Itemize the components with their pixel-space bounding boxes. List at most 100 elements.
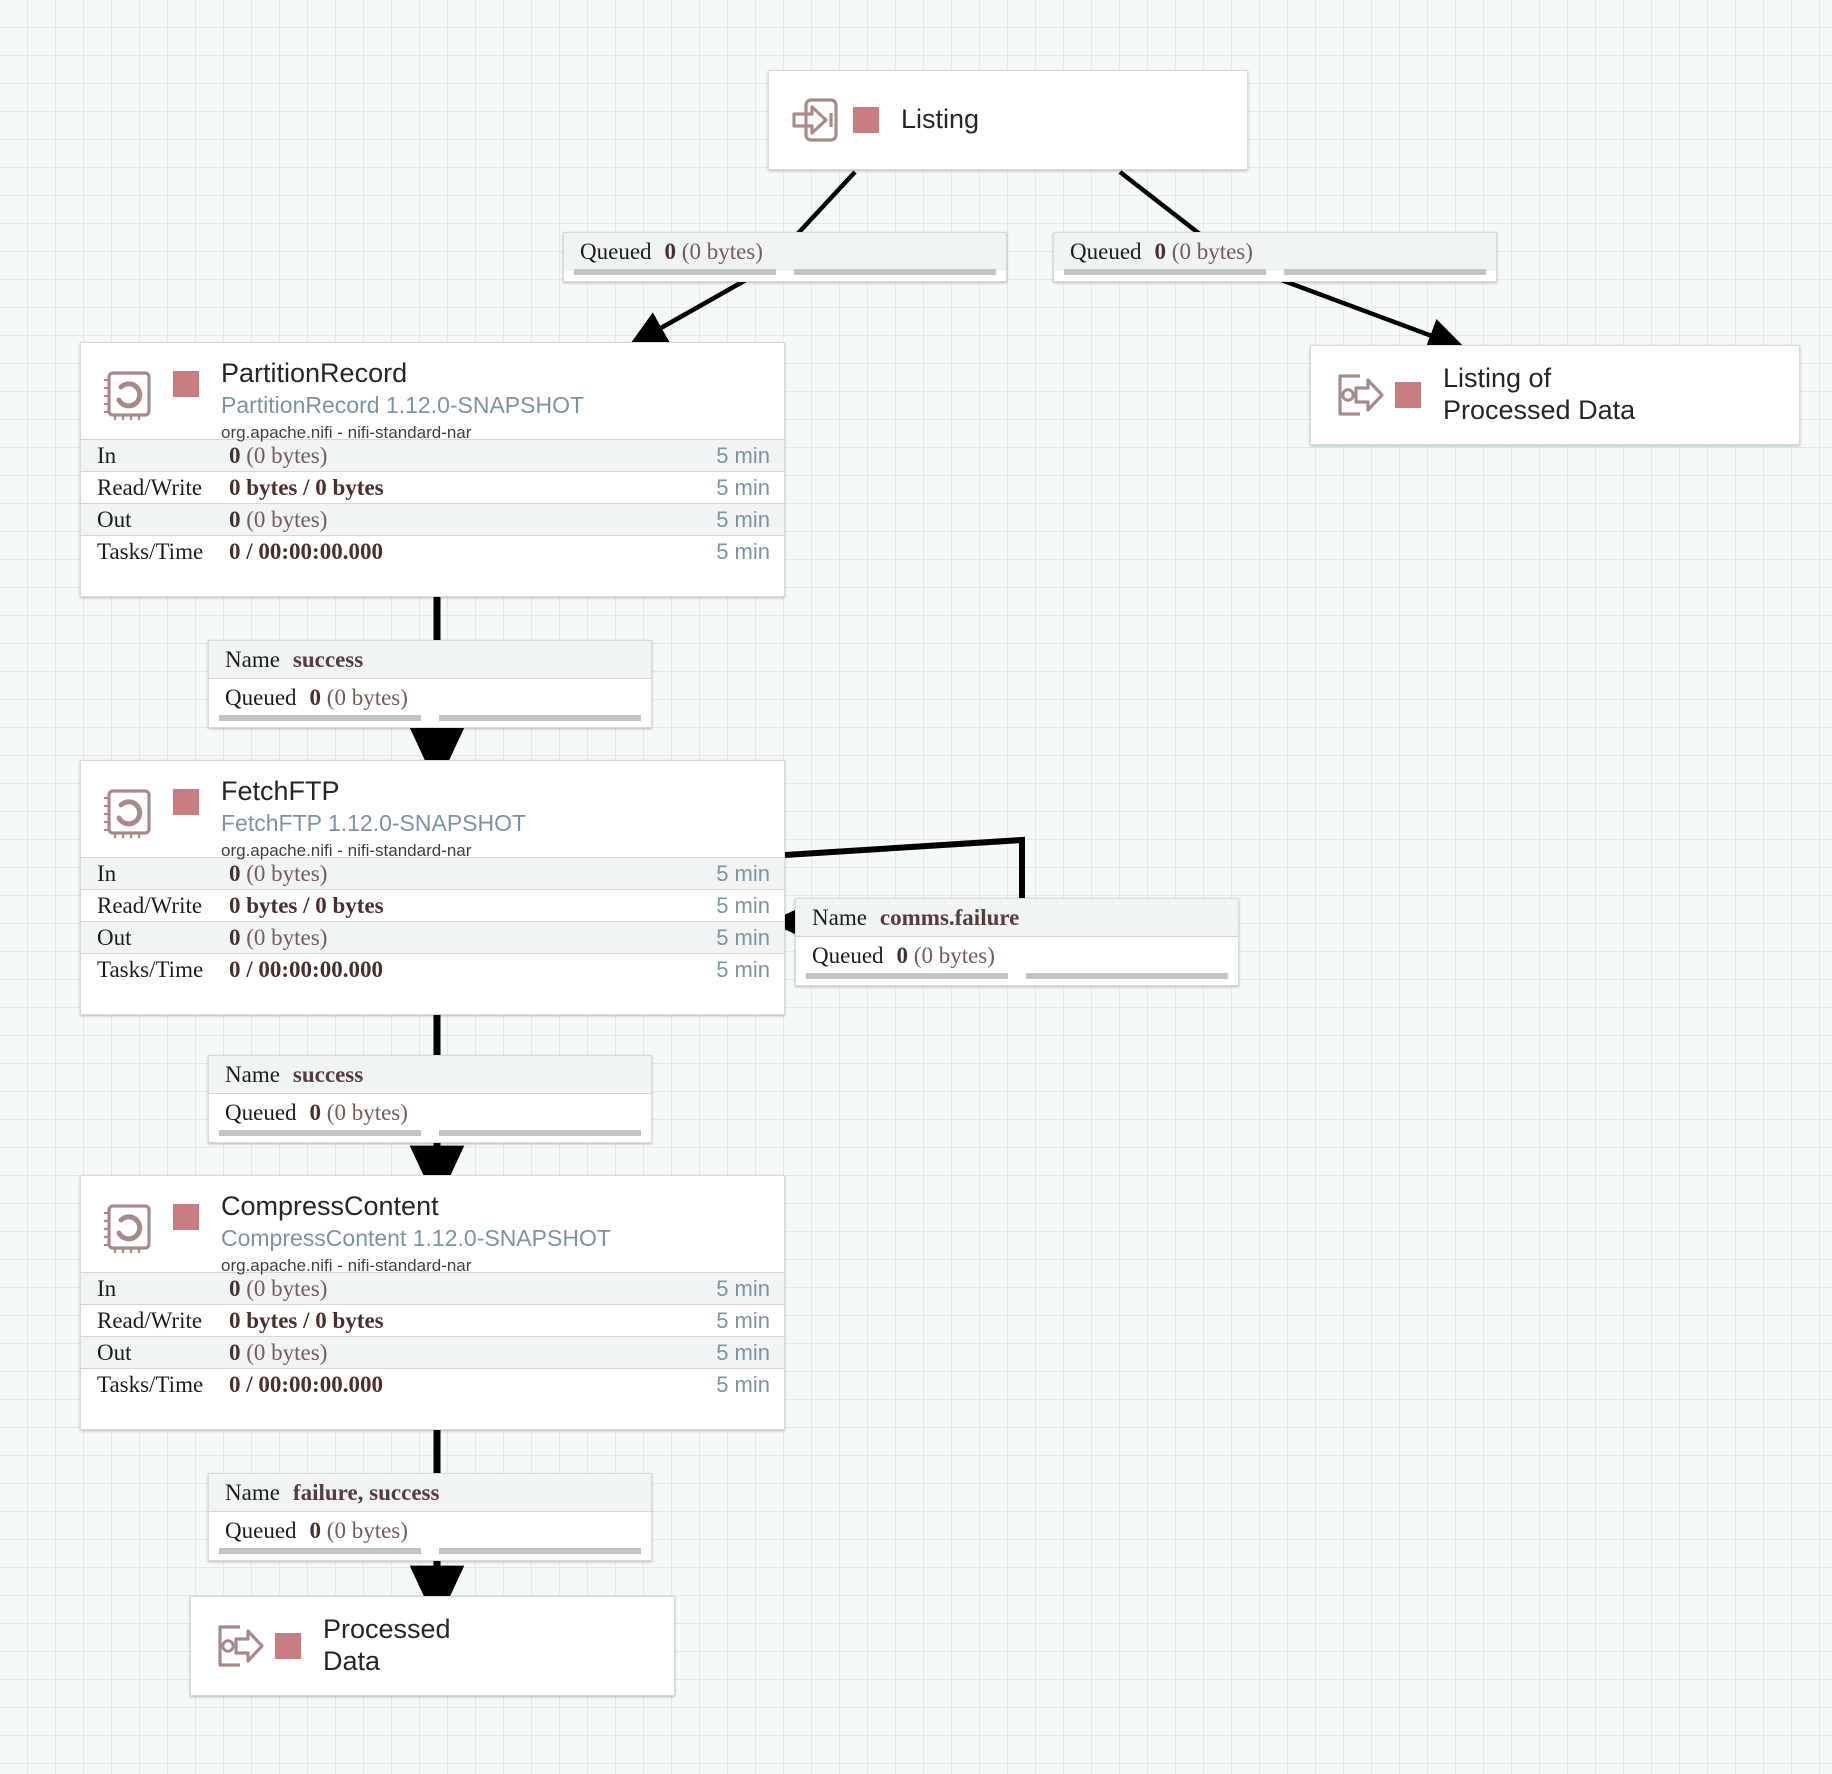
connection-queued-row: Queued 0 (0 bytes) <box>209 679 651 717</box>
run-status-indicator[interactable] <box>173 789 199 815</box>
queued-value: 0 (0 bytes) <box>1154 239 1253 264</box>
stat-value: 0 / 00:00:00.000 <box>229 539 383 564</box>
stat-time: 5 min <box>716 957 770 982</box>
processor-stats-table: In 0 (0 bytes) 5 min Read/Write 0 bytes … <box>81 1272 784 1401</box>
queued-value: 0 (0 bytes) <box>896 943 995 968</box>
connection-fetchftp-comms-failure[interactable]: Name comms.failure Queued 0 (0 bytes) <box>795 898 1239 986</box>
queued-label: Queued <box>225 1518 297 1543</box>
processor-stats-table: In 0 (0 bytes) 5 min Read/Write 0 bytes … <box>81 857 784 986</box>
stat-label: Out <box>97 1339 132 1365</box>
stat-label: Read/Write <box>97 892 203 918</box>
input-port-icon <box>785 89 847 151</box>
node-compresscontent-processor[interactable]: CompressContent CompressContent 1.12.0-S… <box>80 1175 785 1430</box>
stat-row-taskstime: Tasks/Time 0 / 00:00:00.000 5 min <box>81 954 784 986</box>
connection-listing-to-partitionrecord[interactable]: Queued 0 (0 bytes) <box>563 232 1007 282</box>
relationship-name: success <box>292 1061 364 1087</box>
queue-size-bar <box>439 715 641 721</box>
connection-fetchftp-to-compresscontent[interactable]: Name success Queued 0 (0 bytes) <box>208 1055 652 1143</box>
connection-partitionrecord-to-fetchftp[interactable]: Name success Queued 0 (0 bytes) <box>208 640 652 728</box>
stat-label: In <box>97 442 117 468</box>
node-processed-data-output-port[interactable]: Processed Data <box>190 1596 675 1696</box>
stat-time: 5 min <box>716 892 770 918</box>
node-listing-input-port[interactable]: Listing <box>768 70 1248 170</box>
processor-icon <box>95 779 163 847</box>
node-listing-of-processed-data-output-port[interactable]: Listing of Processed Data <box>1310 345 1800 445</box>
stat-row-readwrite: Read/Write 0 bytes / 0 bytes 5 min <box>81 1305 784 1337</box>
output-port-icon <box>207 1615 269 1677</box>
processor-header: FetchFTP FetchFTP 1.12.0-SNAPSHOT org.ap… <box>81 761 784 860</box>
processor-name: PartitionRecord <box>221 359 408 388</box>
stat-time: 5 min <box>716 860 770 886</box>
run-status-indicator[interactable] <box>853 107 879 133</box>
stat-time: 5 min <box>716 924 770 950</box>
connection-compresscontent-to-processed-data[interactable]: Name failure, success Queued 0 (0 bytes) <box>208 1473 652 1561</box>
processor-name: CompressContent <box>221 1192 439 1221</box>
stat-value: 0 / 00:00:00.000 <box>229 957 383 982</box>
stat-label: In <box>97 1275 117 1301</box>
processor-stats-table: In 0 (0 bytes) 5 min Read/Write 0 bytes … <box>81 439 784 568</box>
stat-time: 5 min <box>716 1275 770 1301</box>
name-label: Name <box>812 904 867 930</box>
stat-value: 0 (0 bytes) <box>229 1339 328 1365</box>
queue-size-bar <box>1026 973 1228 979</box>
run-status-indicator[interactable] <box>173 371 199 397</box>
processor-bundle: org.apache.nifi - nifi-standard-nar <box>221 840 472 860</box>
stat-label: Tasks/Time <box>97 539 204 564</box>
queue-progress-bars <box>564 269 1006 280</box>
node-fetchftp-processor[interactable]: FetchFTP FetchFTP 1.12.0-SNAPSHOT org.ap… <box>80 760 785 1015</box>
node-partitionrecord-processor[interactable]: PartitionRecord PartitionRecord 1.12.0-S… <box>80 342 785 597</box>
port-label: Listing of Processed Data <box>1443 363 1636 425</box>
processor-header: PartitionRecord PartitionRecord 1.12.0-S… <box>81 343 784 442</box>
processor-type: CompressContent 1.12.0-SNAPSHOT <box>221 1224 611 1251</box>
stat-row-out: Out 0 (0 bytes) 5 min <box>81 504 784 536</box>
stat-label: Tasks/Time <box>97 957 204 982</box>
queue-count-bar <box>806 973 1008 979</box>
stat-row-out: Out 0 (0 bytes) 5 min <box>81 922 784 954</box>
stat-value: 0 (0 bytes) <box>229 506 328 532</box>
queued-value: 0 (0 bytes) <box>664 239 763 264</box>
queue-progress-bars <box>1054 269 1496 280</box>
queue-size-bar <box>439 1548 641 1554</box>
stat-time: 5 min <box>716 1307 770 1333</box>
queue-count-bar <box>219 1548 421 1554</box>
processor-bundle: org.apache.nifi - nifi-standard-nar <box>221 422 472 442</box>
stat-row-taskstime: Tasks/Time 0 / 00:00:00.000 5 min <box>81 1369 784 1401</box>
stat-time: 5 min <box>716 1339 770 1365</box>
queue-size-bar <box>439 1130 641 1136</box>
queue-progress-bars <box>209 715 651 726</box>
stat-value: 0 (0 bytes) <box>229 442 328 468</box>
queued-value: 0 (0 bytes) <box>309 685 408 710</box>
connection-name-row: Name success <box>209 1056 651 1094</box>
stat-label: In <box>97 860 117 886</box>
relationship-name: failure, success <box>292 1479 440 1505</box>
queued-label: Queued <box>225 685 297 710</box>
stat-row-taskstime: Tasks/Time 0 / 00:00:00.000 5 min <box>81 536 784 568</box>
stat-value: 0 bytes / 0 bytes <box>229 1307 384 1333</box>
connection-listing-to-listing-output[interactable]: Queued 0 (0 bytes) <box>1053 232 1497 282</box>
queue-count-bar <box>1064 269 1266 275</box>
processor-titles: CompressContent CompressContent 1.12.0-S… <box>221 1192 611 1277</box>
run-status-indicator[interactable] <box>1395 382 1421 408</box>
connection-queued-row: Queued 0 (0 bytes) <box>796 937 1238 975</box>
queued-label: Queued <box>225 1100 297 1125</box>
stat-row-readwrite: Read/Write 0 bytes / 0 bytes 5 min <box>81 890 784 922</box>
queued-value: 0 (0 bytes) <box>309 1100 408 1125</box>
queue-progress-bars <box>796 973 1238 984</box>
processor-header: CompressContent CompressContent 1.12.0-S… <box>81 1176 784 1275</box>
connection-queued-row: Queued 0 (0 bytes) <box>564 233 1006 271</box>
queue-progress-bars <box>209 1548 651 1559</box>
queue-progress-bars <box>209 1130 651 1141</box>
port-label: Processed Data <box>323 1614 451 1676</box>
queue-size-bar <box>1284 269 1486 275</box>
name-label: Name <box>225 1479 280 1505</box>
run-status-indicator[interactable] <box>173 1204 199 1230</box>
relationship-name: success <box>292 646 364 672</box>
run-status-indicator[interactable] <box>275 1633 301 1659</box>
stat-time: 5 min <box>716 1372 770 1397</box>
queue-count-bar <box>219 1130 421 1136</box>
stat-label: Read/Write <box>97 474 203 500</box>
stat-time: 5 min <box>716 442 770 468</box>
stat-value: 0 (0 bytes) <box>229 924 328 950</box>
stat-row-in: In 0 (0 bytes) 5 min <box>81 1273 784 1305</box>
